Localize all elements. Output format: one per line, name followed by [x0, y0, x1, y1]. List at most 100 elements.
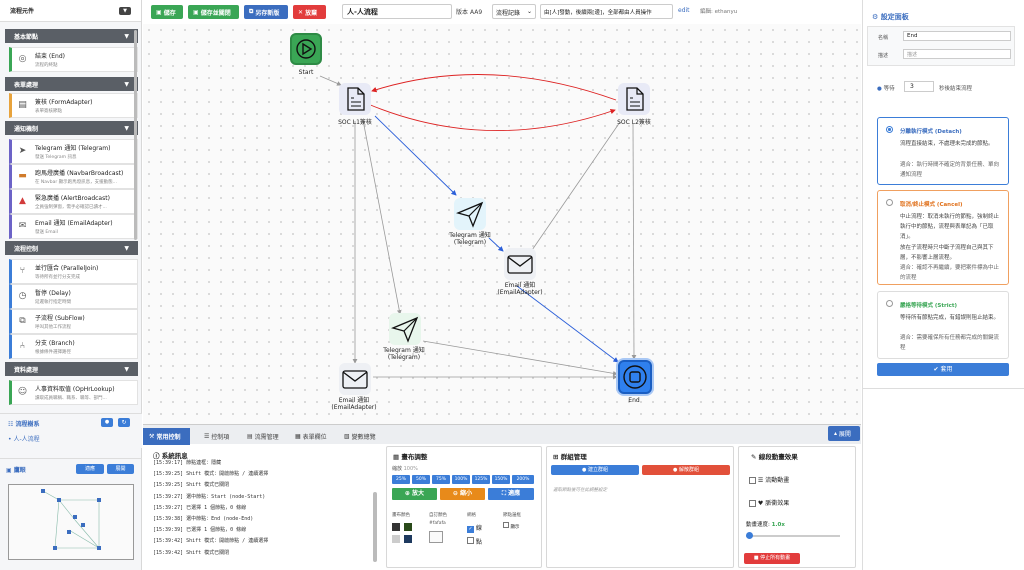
flow-name-input[interactable]: 人-人流程 — [342, 4, 452, 19]
tab-controls[interactable]: ☰ 控制項 — [204, 433, 230, 441]
fit-button[interactable]: ⛶ 適應 — [488, 488, 534, 500]
description-input[interactable]: 描述 — [903, 49, 1011, 59]
zoom-200-button[interactable]: 200% — [512, 475, 534, 484]
node-email-1[interactable] — [504, 248, 536, 280]
save-close-button[interactable]: ▣ 儲存並關閉 — [188, 5, 239, 19]
document-icon — [626, 87, 644, 111]
delete-group-button[interactable]: ● 解散群組 — [642, 465, 730, 475]
zoom-50-button[interactable]: 50% — [412, 475, 430, 484]
option-strict[interactable]: 嚴格等待模式 (Strict) 等待所有節點完成，有錯誤則阻止結束。 適合：需要… — [877, 291, 1009, 359]
stop-icon — [623, 365, 647, 389]
expand-button[interactable]: ▴ 展開 — [828, 426, 860, 441]
component-scrollbar[interactable] — [134, 30, 137, 240]
save-button[interactable]: ▣ 儲存 — [151, 5, 183, 19]
component-end[interactable]: ◎結束 (End)流程的終點 — [9, 47, 138, 72]
trigger-description-input[interactable]: 由[人]發動，後續兩[邊]，全部都由人員操作 — [540, 4, 673, 19]
zoom-25-button[interactable]: 25% — [392, 475, 410, 484]
component-formadapter[interactable]: ▤簽核 (FormAdapter)表單簽核節點 — [9, 93, 138, 118]
save-as-button[interactable]: ⧉ 另存新版 — [244, 5, 288, 19]
send-icon: ➤ — [18, 146, 27, 156]
node-telegram-1[interactable] — [454, 198, 486, 230]
color-swatch-navy[interactable] — [404, 535, 412, 543]
node-l2[interactable] — [618, 83, 650, 115]
flow-edges — [319, 74, 637, 380]
tab-form-fields[interactable]: ▦ 表單欄位 — [295, 433, 327, 441]
zoom-75-button[interactable]: 75% — [432, 475, 450, 484]
tab-variables[interactable]: ▧ 變數總覽 — [344, 433, 376, 441]
check-icon: ✔ — [933, 366, 941, 373]
speed-label: 動畫速度: 1.0x — [746, 522, 785, 528]
minimap-fit-button[interactable]: 適應 — [76, 464, 104, 474]
category-data[interactable]: 資料處理▼ — [5, 362, 138, 376]
category-notify[interactable]: 通知機制▼ — [5, 121, 138, 135]
tree-item[interactable]: • 人-人流程 — [8, 436, 40, 443]
node-start[interactable] — [290, 33, 322, 65]
color-swatch-green[interactable] — [404, 523, 412, 531]
category-control[interactable]: 流程控制▼ — [5, 241, 138, 255]
node-telegram-1-label: Telegram 通知 (Telegram) — [449, 232, 491, 246]
component-emailadapter[interactable]: ✉Email 通知 (EmailAdapter)發送 Email — [9, 214, 138, 239]
zoom-out-button[interactable]: ⊖ 縮小 — [440, 488, 485, 500]
stop-animation-button[interactable]: ■ 停止所有動畫 — [744, 553, 800, 564]
color-swatch-dark[interactable] — [392, 523, 400, 531]
apply-button[interactable]: ✔ 套用 — [877, 363, 1009, 376]
node-end[interactable] — [618, 360, 652, 394]
speed-slider-handle[interactable] — [746, 532, 753, 539]
flow-canvas[interactable]: Start SOC L1簽核 SOC L2簽核 Telegram 通知 (Tel… — [143, 24, 861, 424]
node-l1[interactable] — [339, 83, 371, 115]
edit-link[interactable]: edit — [678, 7, 690, 14]
component-ophrlookup[interactable]: ☺人事資料取值 (OpHrLookup)讀取成員職稱、職系、職等、部門... — [9, 380, 138, 405]
node-l1-label: SOC L1簽核 — [338, 119, 372, 126]
minimap[interactable] — [8, 484, 134, 560]
wait-seconds-input[interactable]: 3 — [904, 81, 934, 92]
speed-slider[interactable] — [746, 535, 840, 537]
component-alertbroadcast[interactable]: ▲緊急廣播 (AlertBroadcast)全員強制彈窗，需手必確認已讀才... — [9, 189, 138, 214]
zoom-125-button[interactable]: 125% — [472, 475, 490, 484]
category-form[interactable]: 表單處理▼ — [5, 77, 138, 91]
tab-common[interactable]: ⚒ 常用控制 — [143, 428, 190, 445]
component-delay[interactable]: ◷暫停 (Delay)延遲執行指定時間 — [9, 284, 138, 309]
pulse-effect-checkbox[interactable]: ♥ 脈衝效果 — [749, 498, 789, 507]
node-email-2[interactable] — [339, 363, 371, 395]
tree-refresh-button[interactable]: ↻ — [118, 418, 130, 427]
component-telegram[interactable]: ➤Telegram 通知 (Telegram)發送 Telegram 訊息 — [9, 139, 138, 164]
component-paralleljoin[interactable]: ⑂並行匯合 (ParallelJoin)等待所有並行分支完成 — [9, 259, 138, 284]
stop-icon: ◎ — [18, 54, 27, 64]
zoom-100-button[interactable]: 100% — [452, 475, 470, 484]
option-cancel[interactable]: 取消/終止模式 (Cancel) 中止流程：取消未執行的節點，強制終止執行中的節… — [877, 190, 1009, 285]
grid-dot-checkbox[interactable]: 點 — [467, 537, 482, 546]
minimap-icon: ▣ — [6, 467, 14, 474]
node-telegram-2[interactable] — [389, 313, 421, 345]
node-border-label: 節點邊框 — [503, 513, 521, 518]
component-navbarbroadcast[interactable]: ▬跑馬燈廣播 (NavbarBroadcast)在 Navbar 顯示跑馬燈訊息… — [9, 164, 138, 189]
document-icon: ▤ — [18, 100, 27, 110]
tab-flow-manage[interactable]: ▤ 流需管理 — [247, 433, 279, 441]
tree-lock-button[interactable]: ● — [101, 418, 113, 427]
record-select[interactable]: 流程記錄⌄ — [492, 4, 536, 19]
component-subflow[interactable]: ⧉子流程 (SubFlow)呼叫其他工作流程 — [9, 309, 138, 334]
custom-color-picker[interactable] — [429, 531, 443, 543]
color-swatch-gray[interactable] — [392, 535, 400, 543]
name-input[interactable]: End — [903, 31, 1011, 41]
checkbox-icon — [749, 477, 756, 484]
close-icon: ✕ — [298, 8, 306, 16]
minimap-expand-button[interactable]: 展開 — [107, 464, 134, 474]
manage-icon: ▤ — [247, 433, 255, 440]
group-panel: ⊞ 群組管理 ● 建立群組 ● 解散群組 選取節點後可在此調整設定 — [546, 446, 734, 568]
group-hint: 選取節點後可在此調整設定 — [553, 488, 607, 493]
collapse-button[interactable]: ▼ — [119, 6, 131, 15]
minimap-panel: ▣ 鷹眼 適應 展開 — [0, 458, 142, 570]
node-l2-label: SOC L2簽核 — [617, 119, 651, 126]
zoom-in-button[interactable]: ⊕ 放大 — [392, 488, 437, 500]
grid-line-checkbox[interactable]: ✓ 線 — [467, 525, 482, 533]
zoom-150-button[interactable]: 150% — [492, 475, 510, 484]
node-border-checkbox[interactable]: 顯示 — [503, 522, 519, 530]
log-scrollbar[interactable] — [373, 492, 377, 562]
create-group-button[interactable]: ● 建立群組 — [551, 465, 639, 475]
flow-animation-checkbox[interactable]: ☰ 流動動畫 — [749, 475, 789, 484]
cancel-button[interactable]: ✕ 放棄 — [293, 5, 326, 19]
category-basic[interactable]: 基本節點▼ — [5, 29, 138, 43]
minimap-graph — [41, 489, 101, 550]
component-branch[interactable]: ⑃分支 (Branch)根據條件選擇路徑 — [9, 334, 138, 359]
option-detach[interactable]: 分離執行模式 (Detach) 流程直接結束，不處理未完成的節點。 適合：執行時… — [877, 117, 1009, 185]
